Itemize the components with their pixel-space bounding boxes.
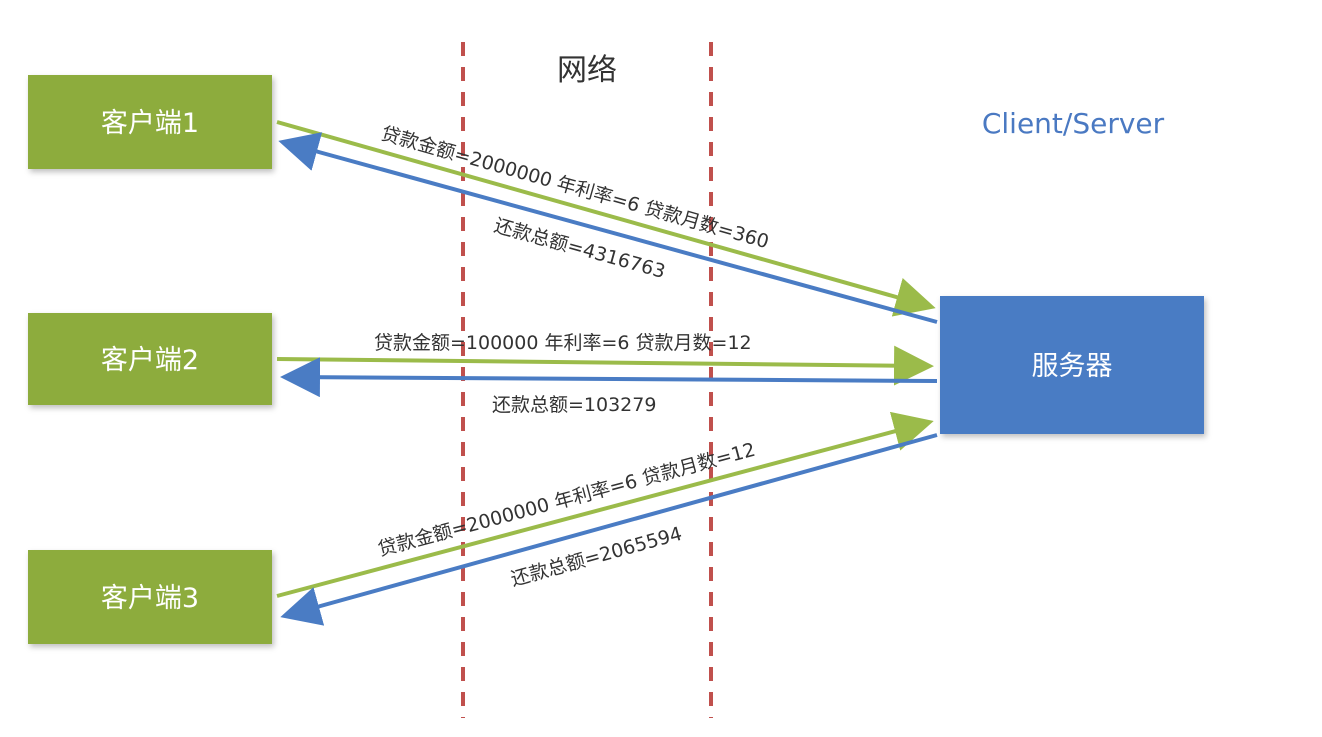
request-arrow-1 [276, 120, 936, 317]
server-label: 服务器 [1032, 351, 1113, 382]
request-arrow-2 [276, 345, 934, 386]
response-label-2: 还款总额=103279 [492, 394, 656, 416]
response-arrow-1 [278, 132, 938, 324]
client-box-1: 客户端1 [28, 75, 272, 169]
diagram-title: Client/Server [982, 107, 1165, 140]
client-box-3: 客户端3 [28, 550, 272, 644]
request-arrow-3 [276, 411, 934, 598]
client-box-2: 客户端2 [28, 313, 272, 405]
server-box: 服务器 [940, 296, 1204, 434]
client-label-1: 客户端1 [101, 108, 199, 139]
response-arrow-2 [280, 357, 938, 398]
client-label-3: 客户端3 [101, 583, 199, 614]
response-label-3: 还款总额=2065594 [508, 523, 684, 591]
network-label: 网络 [557, 53, 617, 88]
response-arrow-3 [280, 433, 938, 626]
client-label-2: 客户端2 [101, 345, 199, 376]
request-label-2: 贷款金额=100000 年利率=6 贷款月数=12 [374, 332, 752, 354]
